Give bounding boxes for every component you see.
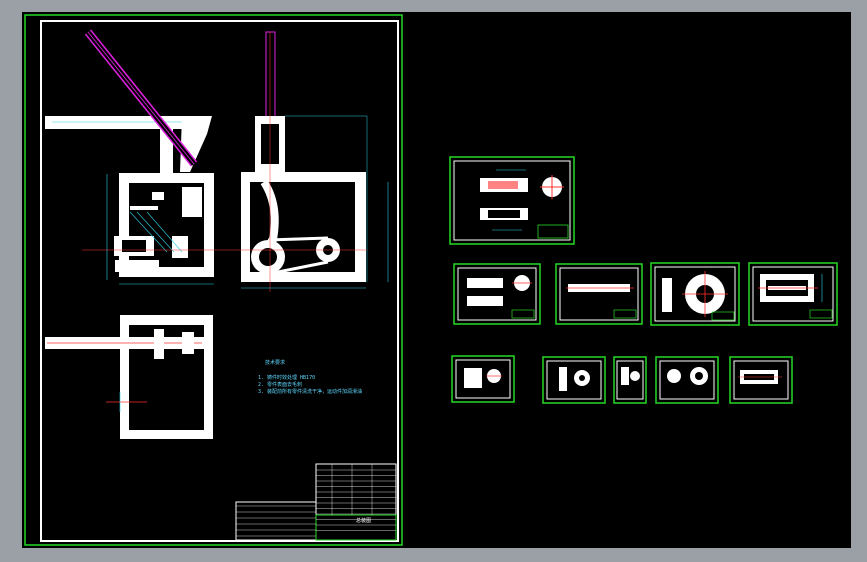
sheet-inner-border bbox=[40, 20, 399, 542]
sheet-shaft-part-drawing bbox=[449, 156, 575, 245]
sheet-housing-part-drawing bbox=[748, 262, 838, 326]
tech-req-item-3: 3. 装配前所有零件清洗干净，运动件加润滑油 bbox=[258, 389, 363, 395]
sheet-small-part-b bbox=[542, 356, 606, 404]
sheet-gear-disc-part-drawing bbox=[650, 262, 740, 326]
sheet-rod-part-drawing bbox=[555, 263, 643, 325]
top-view bbox=[45, 315, 213, 439]
tech-req-item-2: 2. 零件表面去毛刺 bbox=[258, 382, 303, 388]
tech-req-item-1: 1. 铸件时效处理 HB170 bbox=[258, 375, 316, 381]
title-block bbox=[235, 463, 397, 541]
sheet-outer-border bbox=[24, 14, 403, 546]
sheet-spool-part-drawing bbox=[453, 263, 541, 325]
title-block-name: 总装图 bbox=[356, 518, 372, 524]
sheet-small-part-a bbox=[451, 355, 515, 403]
main-assembly-sheet bbox=[24, 14, 403, 546]
sheet-small-part-e bbox=[729, 356, 793, 404]
sheet-small-part-c bbox=[613, 356, 647, 404]
front-view bbox=[45, 29, 222, 285]
sheet-small-part-d bbox=[655, 356, 719, 404]
side-view bbox=[222, 31, 389, 292]
cad-model-space[interactable]: 技术要求 1. 铸件时效处理 HB170 2. 零件表面去毛刺 3. 装配前所有… bbox=[22, 12, 851, 548]
tech-req-heading: 技术要求 bbox=[265, 360, 286, 366]
part-drawing-sheets bbox=[449, 156, 838, 404]
drawing-canvas bbox=[24, 14, 838, 546]
